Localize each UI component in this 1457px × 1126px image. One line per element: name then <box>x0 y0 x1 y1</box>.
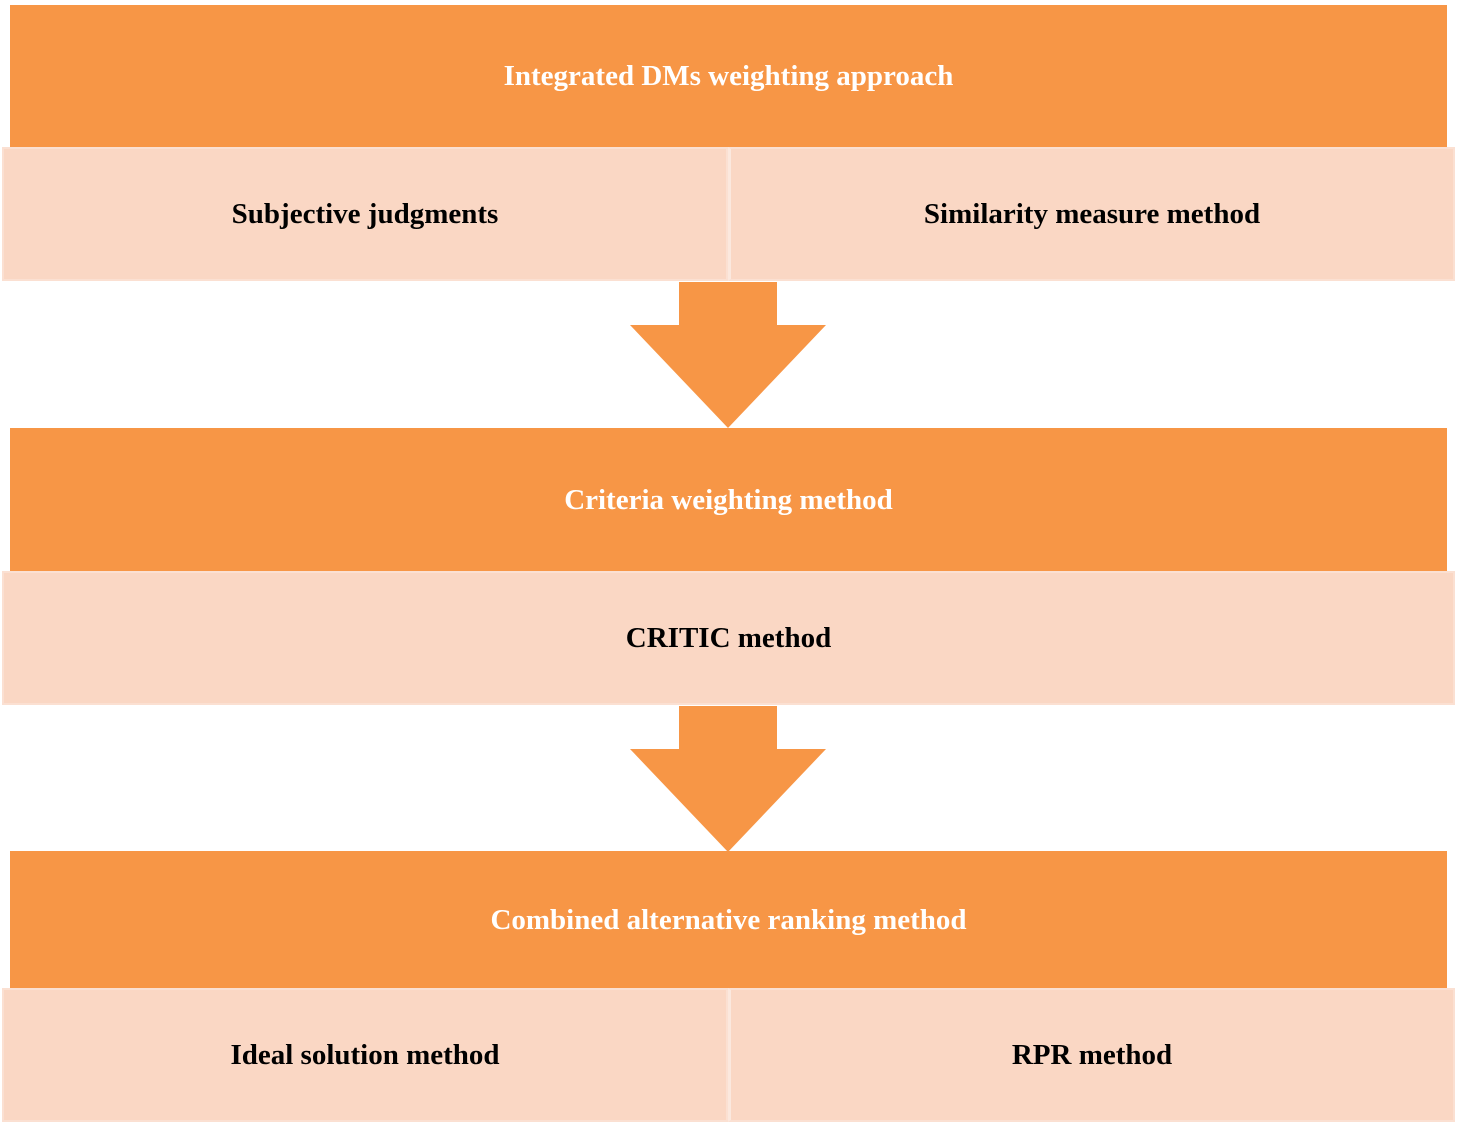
stage-1-header: Integrated DMs weighting approach <box>10 5 1447 148</box>
stage-1-item-1-label: Subjective judgments <box>231 197 499 230</box>
stage-3-item-1: Ideal solution method <box>2 988 728 1122</box>
stage-2-item-1: CRITIC method <box>2 571 1455 705</box>
stage-2-header-label: Criteria weighting method <box>564 483 893 516</box>
stage-3-item-2-label: RPR method <box>1011 1038 1173 1071</box>
stage-3-item-1-label: Ideal solution method <box>230 1038 500 1071</box>
stage-1-header-label: Integrated DMs weighting approach <box>503 60 954 92</box>
down-arrow-icon <box>630 282 826 428</box>
stage-1-items: Subjective judgments Similarity measure … <box>2 147 1455 281</box>
stage-1-item-2: Similarity measure method <box>728 147 1455 281</box>
down-arrow-icon <box>630 706 826 852</box>
stage-3-item-2: RPR method <box>728 988 1455 1122</box>
stage-3-header-label: Combined alternative ranking method <box>490 904 967 936</box>
stage-3-items: Ideal solution method RPR method <box>2 988 1455 1122</box>
stage-3-header: Combined alternative ranking method <box>10 851 1447 990</box>
stage-1-item-2-label: Similarity measure method <box>923 197 1261 230</box>
stage-1-item-1: Subjective judgments <box>2 147 728 281</box>
stage-2-header: Criteria weighting method <box>10 428 1447 572</box>
stage-2-items: CRITIC method <box>2 571 1455 705</box>
stage-2-item-1-label: CRITIC method <box>625 621 832 654</box>
